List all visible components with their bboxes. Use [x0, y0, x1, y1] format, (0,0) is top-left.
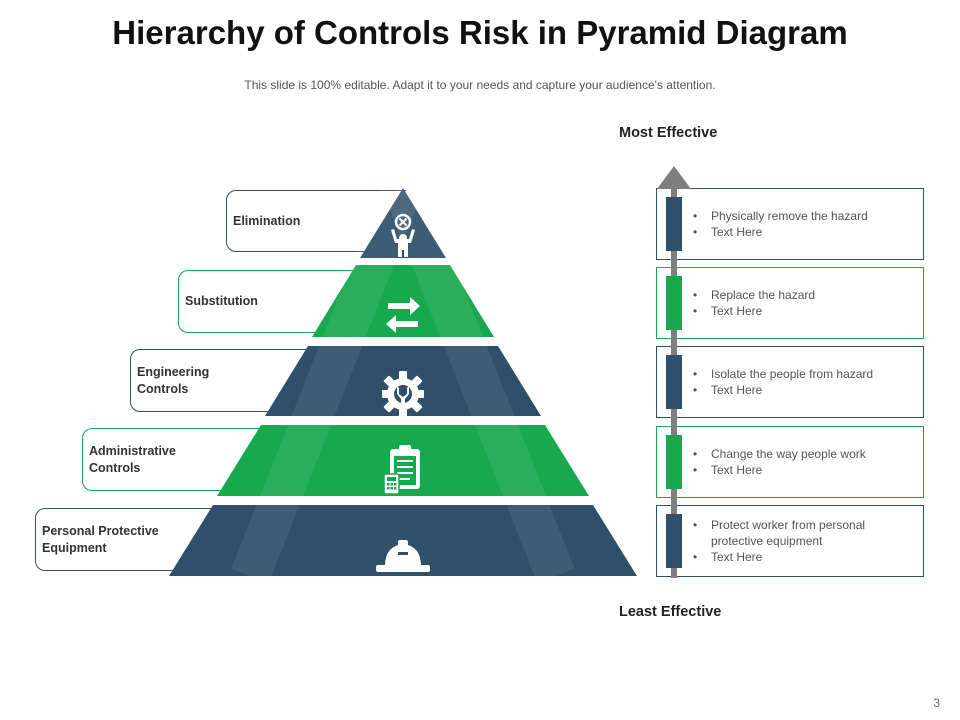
most-effective-label: Most Effective [619, 125, 718, 141]
label-elimination: Elimination [226, 190, 406, 252]
info-point: Protect worker from personal protective … [693, 517, 915, 549]
slide-title: Hierarchy of Controls Risk in Pyramid Di… [112, 14, 848, 51]
label-text: Elimination [233, 213, 301, 228]
info-point: Text Here [693, 224, 915, 240]
level-marker [666, 435, 682, 489]
level-marker [666, 355, 682, 409]
hard-hat-icon [376, 540, 430, 572]
label-text: Personal Protective Equipment [42, 524, 159, 555]
arrow-head [657, 166, 691, 189]
info-box-engineering: Isolate the people from hazard Text Here [656, 346, 924, 418]
info-point: Text Here [693, 382, 915, 398]
info-point: Change the way people work [693, 446, 915, 462]
info-box-substitution: Replace the hazard Text Here [656, 267, 924, 339]
pyramid-tier-substitution [312, 265, 494, 337]
info-list: Replace the hazard Text Here [693, 268, 915, 338]
info-box-ppe: Protect worker from personal protective … [656, 505, 924, 577]
swap-arrows-icon [386, 297, 420, 333]
info-point: Physically remove the hazard [693, 208, 915, 224]
clipboard-calculator-icon [383, 445, 420, 495]
level-marker [666, 197, 682, 251]
person-cross-icon [391, 213, 415, 257]
info-point: Isolate the people from hazard [693, 366, 915, 382]
slide-subtitle: This slide is 100% editable. Adapt it to… [244, 78, 716, 92]
level-marker [666, 276, 682, 330]
gear-wrench-icon [382, 371, 424, 417]
info-box-elimination: Physically remove the hazard Text Here [656, 188, 924, 260]
info-list: Change the way people work Text Here [693, 427, 915, 497]
info-point: Text Here [693, 549, 915, 565]
label-text: Engineering Controls [137, 365, 210, 396]
info-point: Text Here [693, 462, 915, 478]
page-number: 3 [933, 696, 940, 710]
info-point: Replace the hazard [693, 287, 915, 303]
info-list: Protect worker from personal protective … [693, 506, 915, 576]
info-box-administrative: Change the way people work Text Here [656, 426, 924, 498]
info-point: Text Here [693, 303, 915, 319]
level-marker [666, 514, 682, 568]
least-effective-label: Least Effective [619, 604, 722, 620]
info-list: Isolate the people from hazard Text Here [693, 347, 915, 417]
label-text: Substitution [185, 294, 258, 309]
label-text: Administrative Controls [89, 444, 176, 475]
info-list: Physically remove the hazard Text Here [693, 189, 915, 259]
